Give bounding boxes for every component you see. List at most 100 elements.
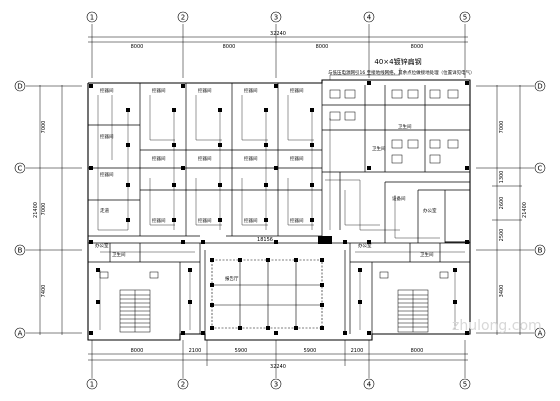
- room-label: 控器间: [198, 217, 212, 224]
- axis-label: A: [538, 330, 543, 338]
- axis-label: 4: [367, 14, 372, 22]
- room-label: 卫生间: [420, 251, 434, 258]
- dimension-lines: [26, 24, 534, 378]
- axis-label: 2: [181, 381, 185, 389]
- dim-left-2: 7000: [41, 203, 47, 216]
- hall-wiring: [211, 259, 323, 329]
- axis-bubble-top-4: 4: [363, 11, 375, 23]
- watermark: zhulong.com: [452, 318, 542, 334]
- room-label: 设备间: [392, 195, 406, 202]
- axis-label: 4: [367, 381, 372, 389]
- axis-bubble-right-C: C: [534, 162, 546, 174]
- overall-width-dim: 32240: [270, 31, 286, 37]
- room-label: 控器间: [198, 87, 212, 94]
- dim-right-2: 1300: [499, 171, 505, 184]
- axis-bubbles: 1 2 3 4 5 1 2 3 4 5 D C B A D C B A: [14, 11, 546, 390]
- axis-label: 1: [90, 14, 94, 22]
- room-label: 走道: [100, 207, 109, 214]
- overall-height-dim-left: 21400: [33, 202, 39, 218]
- axis-bubble-bottom-5: 5: [459, 378, 471, 390]
- axis-label: 5: [463, 381, 467, 389]
- room-label: 办公室: [95, 242, 109, 249]
- room-label: 控器间: [100, 87, 114, 94]
- axis-bubble-bottom-2: 2: [177, 378, 189, 390]
- room-label: 控器间: [152, 87, 166, 94]
- axis-bubble-bottom-1: 1: [86, 378, 98, 390]
- room-label: 控器间: [290, 87, 304, 94]
- axis-bubble-top-1: 1: [86, 11, 98, 23]
- room-labels: 控器间 控器间 控器间 控器间 控器间 控器间 控器间 控器间 控器间 控器间 …: [95, 87, 437, 282]
- dim-right-5: 3400: [499, 285, 505, 298]
- room-label: 控器间: [152, 217, 166, 224]
- axis-label: D: [537, 83, 542, 91]
- dim-top-3: 8000: [316, 44, 329, 50]
- axis-label: B: [538, 247, 543, 255]
- room-label: 控器间: [244, 217, 258, 224]
- room-label: 卫生间: [112, 251, 126, 258]
- room-label: 办公室: [358, 242, 372, 249]
- grounding-notes: 40×4镀锌扁钢 与低压电源网引16 至接地线网络，其余点位做接地处理（位置详见…: [257, 57, 475, 243]
- interior-walls: [88, 83, 470, 334]
- axis-bubble-left-D: D: [14, 80, 26, 92]
- dim-bottom-1: 8000: [131, 348, 144, 354]
- dim-left-3: 7400: [41, 285, 47, 298]
- room-label: 办公室: [423, 207, 437, 214]
- dimension-texts: 32240 8000 8000 8000 8000 8000 2100 5900…: [33, 31, 528, 370]
- restroom-fixtures: [99, 89, 459, 279]
- hall-label: 报告厅: [225, 275, 239, 282]
- overall-height-dim-right: 21400: [522, 202, 528, 218]
- axis-bubble-left-B: B: [14, 244, 26, 256]
- axis-bubble-top-3: 3: [270, 11, 282, 23]
- room-label: 控器间: [290, 155, 304, 162]
- room-label: 控器间: [244, 155, 258, 162]
- dim-top-4: 8000: [411, 44, 424, 50]
- cable-note-label: 与低压电源网引16 至接地线网络，其余点位做接地处理（位置详见电气）: [328, 69, 475, 76]
- axis-label: C: [18, 165, 23, 173]
- room-label: 控器间: [152, 155, 166, 162]
- ward-fixtures: [96, 108, 457, 304]
- dim-right-4: 2500: [499, 229, 505, 242]
- room-label: 控器间: [100, 171, 114, 178]
- axis-bubble-right-A: A: [534, 327, 546, 339]
- dim-top-2: 8000: [223, 44, 236, 50]
- stair-left: [119, 289, 151, 333]
- axis-bubble-right-B: B: [534, 244, 546, 256]
- axis-label: 5: [463, 14, 467, 22]
- axis-label: C: [538, 165, 543, 173]
- exterior-walls: [87, 79, 471, 341]
- cable-spec-label: 40×4镀锌扁钢: [374, 57, 421, 66]
- axis-label: A: [18, 330, 23, 338]
- dim-bottom-6: 8000: [411, 348, 424, 354]
- axis-label: 3: [274, 14, 278, 22]
- sub-dim-bottom: 18156: [257, 237, 273, 243]
- room-label: 控器间: [198, 155, 212, 162]
- dim-right-3: 2600: [499, 197, 505, 210]
- room-label: 控器间: [100, 133, 114, 140]
- axis-bubble-top-2: 2: [177, 11, 189, 23]
- dim-bottom-2: 2100: [189, 348, 202, 354]
- dim-top-1: 8000: [131, 44, 144, 50]
- axis-bubble-right-D: D: [534, 80, 546, 92]
- axis-bubble-bottom-4: 4: [363, 378, 375, 390]
- room-label: 控器间: [244, 87, 258, 94]
- dim-right-1: 7000: [499, 121, 505, 134]
- dim-bottom-3: 5900: [235, 348, 248, 354]
- axis-label: 3: [274, 381, 278, 389]
- dim-left-1: 7000: [41, 121, 47, 134]
- ward-wiring: [97, 68, 465, 330]
- dim-bottom-5: 2100: [351, 348, 364, 354]
- axis-bubble-left-A: A: [14, 327, 26, 339]
- room-label: 控器间: [290, 217, 304, 224]
- axis-label: D: [17, 83, 22, 91]
- structural-columns: [89, 81, 469, 335]
- stair-right: [397, 289, 429, 333]
- axis-label: B: [18, 247, 23, 255]
- axis-bubble-bottom-3: 3: [270, 378, 282, 390]
- dim-bottom-4: 5900: [304, 348, 317, 354]
- room-label: 卫生间: [398, 123, 412, 130]
- axis-label: 2: [181, 14, 185, 22]
- axis-label: 1: [90, 381, 94, 389]
- hall-fixtures: [210, 258, 324, 330]
- room-label: 卫生间: [372, 145, 386, 152]
